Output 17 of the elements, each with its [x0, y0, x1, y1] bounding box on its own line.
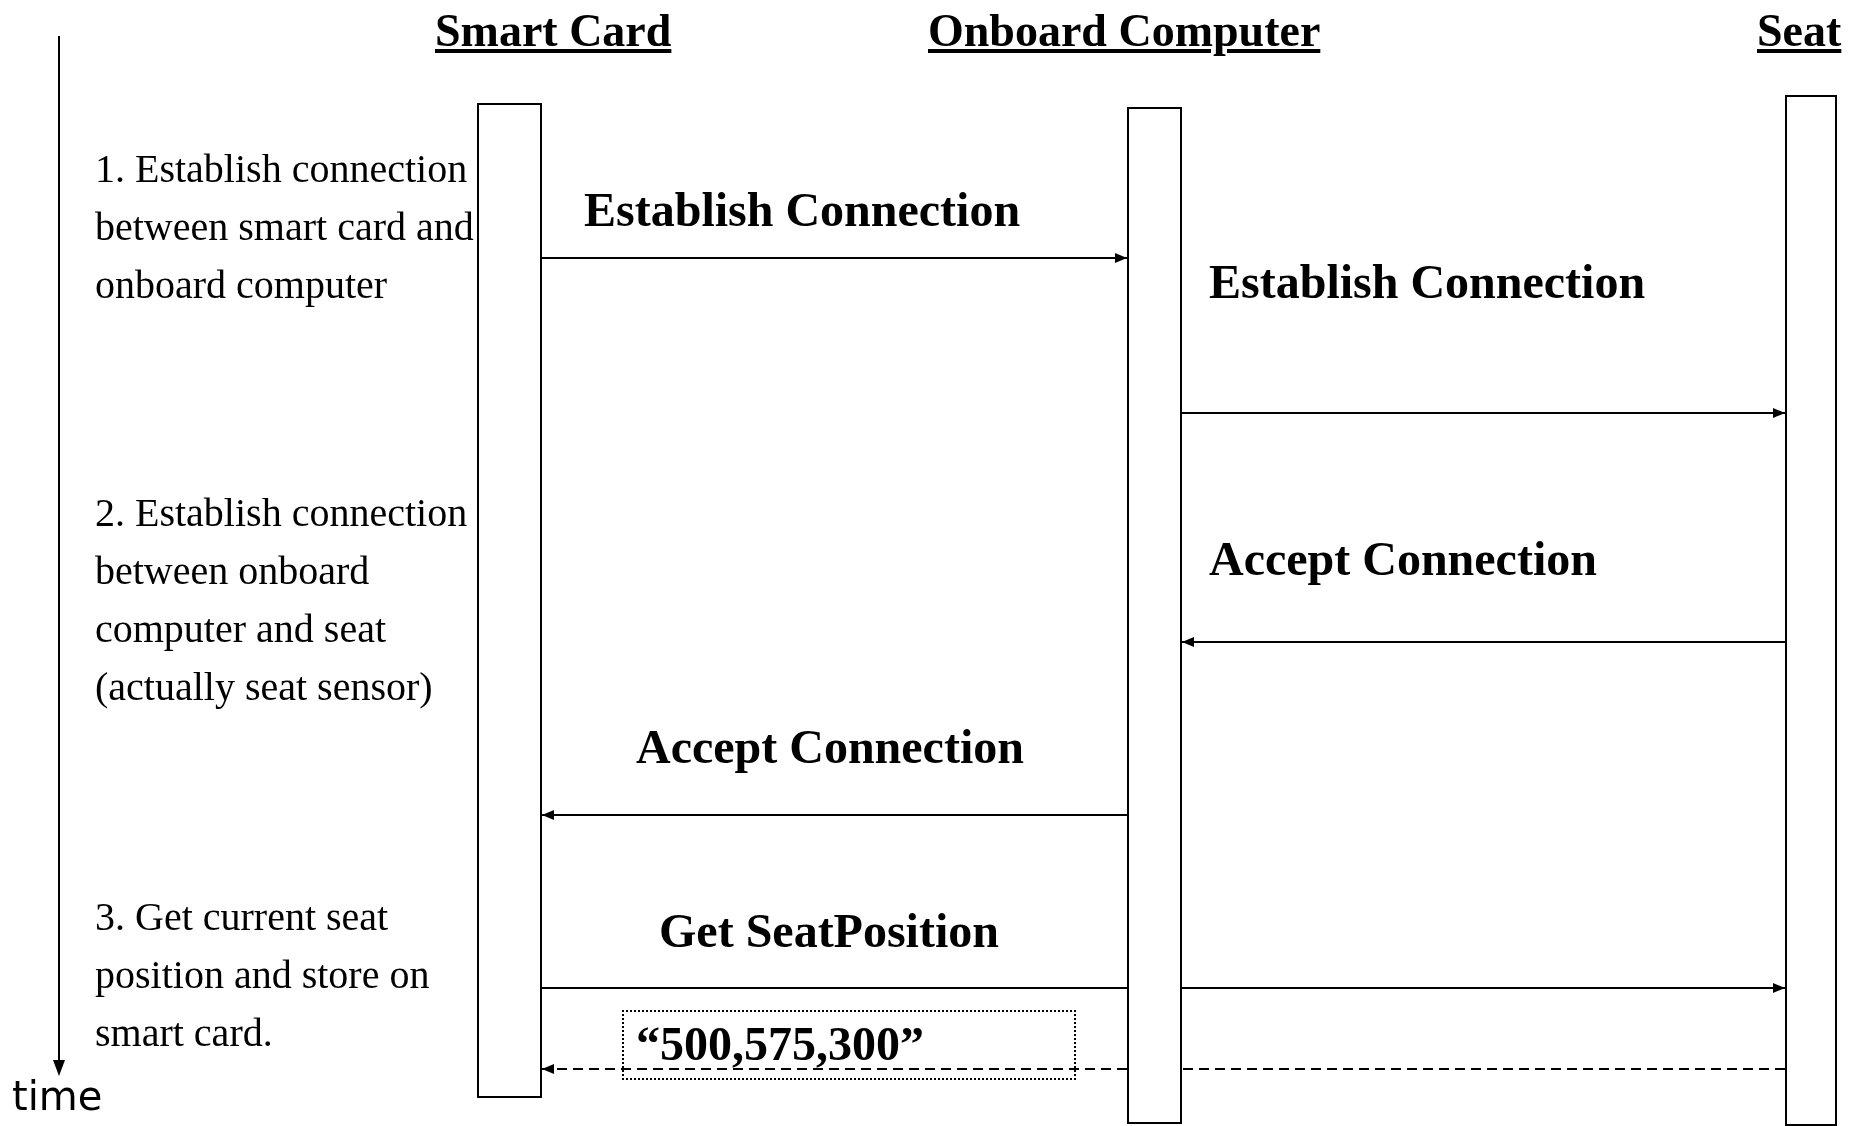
step-note: 3. Get current seat position and store on smart card. — [95, 893, 431, 1057]
arrow — [541, 253, 1128, 263]
activation-bar — [1785, 95, 1837, 1126]
step-note: 2. Establish connection between onboard computer and seat (actually seat sensor) — [95, 489, 469, 711]
arrow — [1181, 983, 1786, 993]
edge-label: “500,575,300” — [622, 1010, 1076, 1080]
lifeline-heading: Smart Card — [435, 8, 672, 54]
activation-bar — [1127, 107, 1182, 1124]
activation-bar — [477, 103, 542, 1098]
arrow — [1181, 408, 1786, 418]
step-note: 1. Establish connection between smart card and onboard computer — [95, 145, 475, 309]
dashed-arrow — [541, 1064, 1128, 1074]
arrow — [541, 810, 1128, 820]
axis-label: time — [12, 1072, 103, 1120]
arrow — [1181, 637, 1786, 647]
lifeline-heading: Seat — [1757, 8, 1842, 54]
lifeline-heading: Onboard Computer — [928, 8, 1321, 54]
